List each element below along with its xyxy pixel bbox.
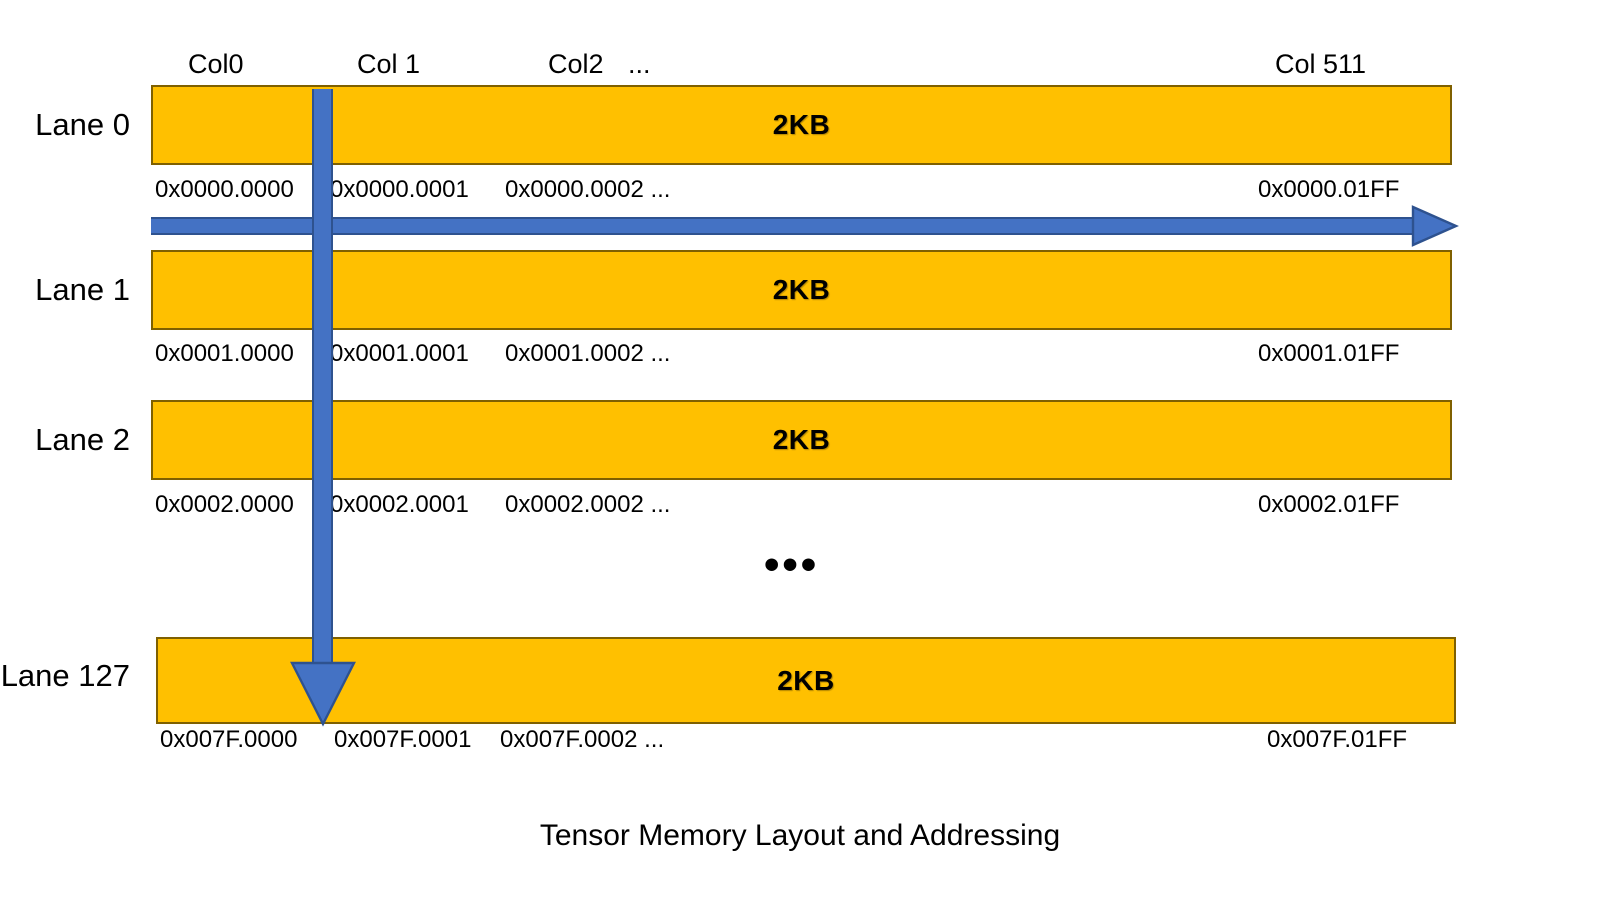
- memory-size-label-lane-0: 2KB: [772, 109, 831, 140]
- lane-label-lane-127: Lane 127: [0, 658, 130, 693]
- horizontal-sweep-arrow-shaft: [151, 217, 1420, 235]
- vertical-lane-arrow-head: [290, 661, 356, 727]
- address-lane-2-col0: 0x0002.0000: [155, 491, 294, 518]
- address-lane-127-col2: 0x007F.0002 ...: [500, 726, 665, 753]
- address-lane-1-col0: 0x0001.0000: [155, 340, 294, 367]
- column-header-col2: Col2: [548, 49, 604, 79]
- address-lane-2-col1: 0x0002.0001: [330, 491, 469, 518]
- memory-size-label-lane-2: 2KB: [772, 424, 831, 455]
- memory-bar-lane-2: 2KB: [151, 400, 1452, 480]
- memory-bar-lane-0: 2KB: [151, 85, 1452, 165]
- address-lane-127-col0: 0x007F.0000: [160, 726, 298, 753]
- address-lane-0-col2: 0x0000.0002 ...: [505, 176, 671, 203]
- address-lane-1-col1: 0x0001.0001: [330, 340, 469, 367]
- memory-size-label-lane-1: 2KB: [772, 274, 831, 305]
- lane-label-lane-2: Lane 2: [35, 422, 130, 457]
- column-header-col0: Col0: [188, 49, 244, 79]
- address-lane-127-col511: 0x007F.01FF: [1267, 726, 1408, 753]
- column-header-col511: Col 511: [1275, 49, 1367, 79]
- vertical-lane-arrow-shaft: [312, 89, 333, 669]
- address-lane-0-col1: 0x0000.0001: [330, 176, 469, 203]
- lanes-continuation-ellipsis: •••: [764, 540, 820, 589]
- address-lane-2-col2: 0x0002.0002 ...: [505, 491, 671, 518]
- address-lane-127-col1: 0x007F.0001: [334, 726, 472, 753]
- address-lane-0-col511: 0x0000.01FF: [1258, 176, 1400, 203]
- memory-bar-lane-127: 2KB: [156, 637, 1456, 724]
- horizontal-sweep-arrow-head: [1411, 205, 1459, 247]
- address-lane-1-col511: 0x0001.01FF: [1258, 340, 1400, 367]
- column-header-ellipsis: ...: [628, 49, 651, 79]
- memory-bar-lane-1: 2KB: [151, 250, 1452, 330]
- lane-label-lane-0: Lane 0: [35, 107, 130, 142]
- column-header-col1: Col 1: [357, 49, 421, 79]
- memory-size-label-lane-127: 2KB: [777, 664, 835, 696]
- address-lane-2-col511: 0x0002.01FF: [1258, 491, 1400, 518]
- figure-caption: Tensor Memory Layout and Addressing: [539, 819, 1061, 852]
- address-lane-1-col2: 0x0001.0002 ...: [505, 340, 671, 367]
- lane-label-lane-1: Lane 1: [35, 272, 130, 307]
- address-lane-0-col0: 0x0000.0000: [155, 176, 294, 203]
